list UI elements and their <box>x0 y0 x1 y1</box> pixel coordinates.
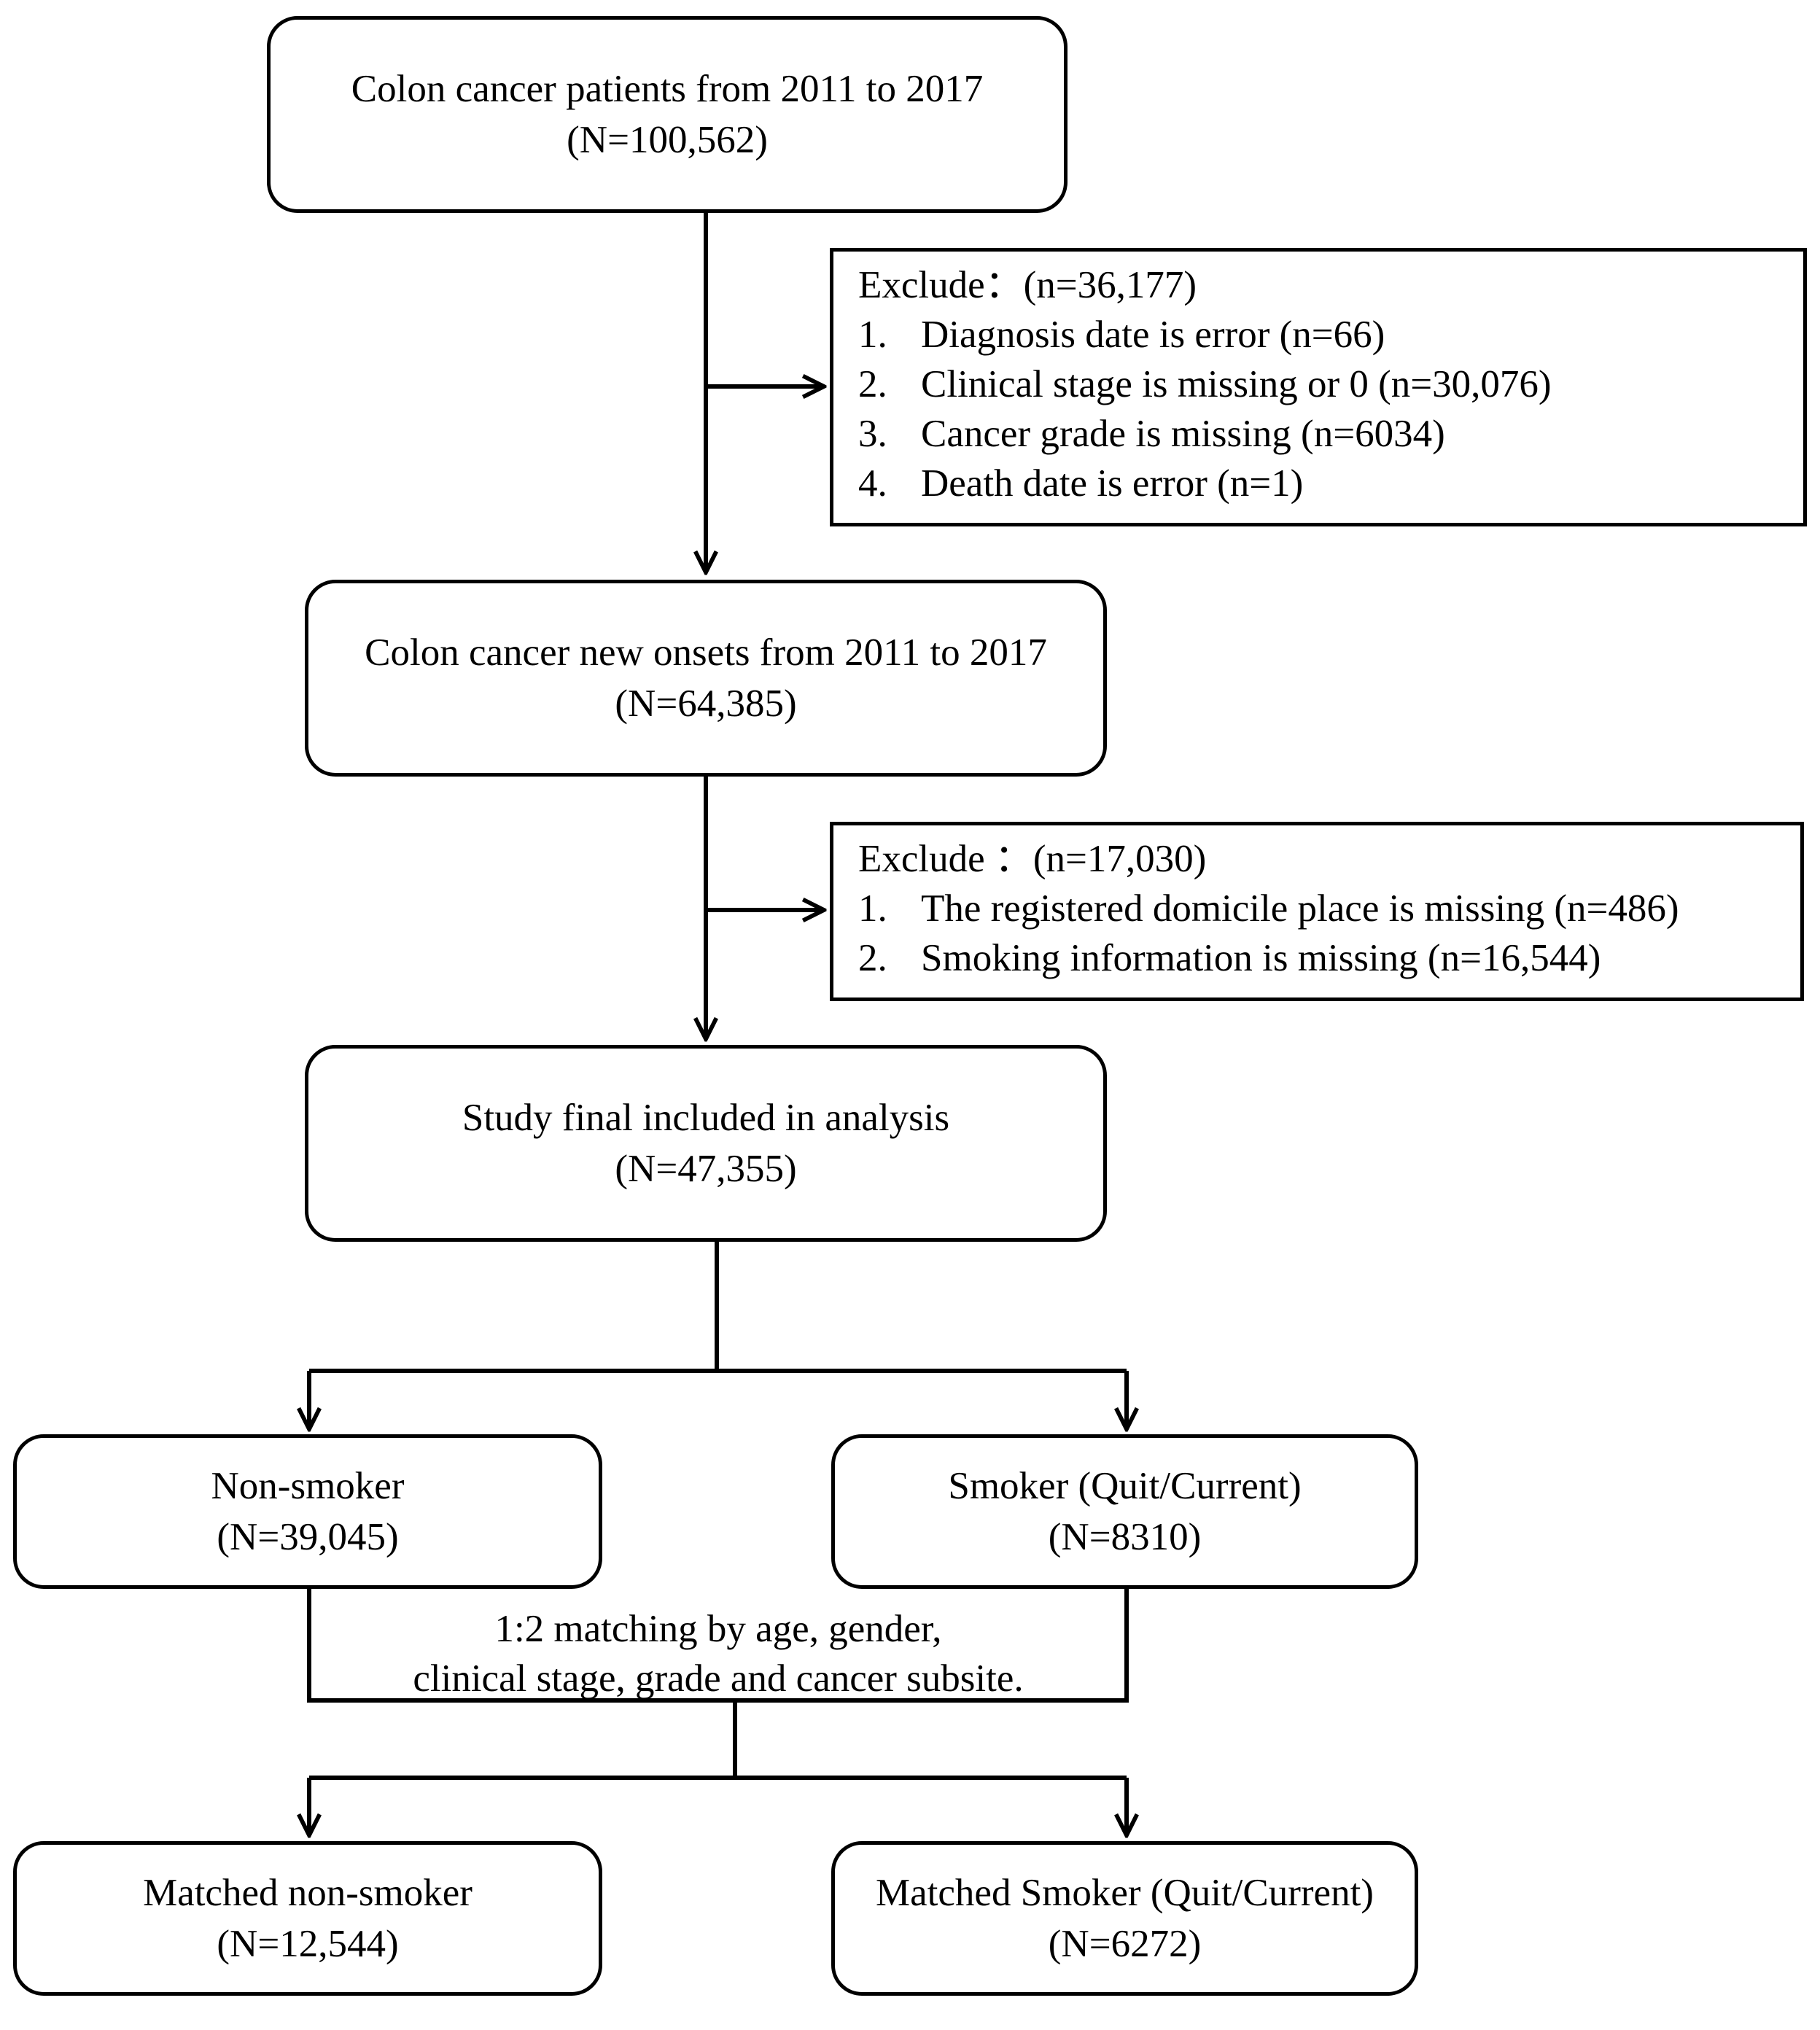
exclusion-box-2: Exclude ：(n=17,030) 1. The registered do… <box>830 822 1804 1001</box>
box-all-patients-line2: (N=100,562) <box>567 119 768 161</box>
box-all-patients: Colon cancer patients from 2011 to 2017 … <box>267 16 1068 213</box>
box-non-smoker-line2: (N=39,045) <box>217 1516 399 1558</box>
exclusion-1-item: 1. Diagnosis date is error (n=66) <box>858 314 1385 356</box>
exclusion-1-item: 2. Clinical stage is missing or 0 (n=30,… <box>858 363 1552 405</box>
box-smoker: Smoker (Quit/Current) (N=8310) <box>831 1434 1418 1589</box>
box-smoker-line1: Smoker (Quit/Current) <box>948 1465 1302 1507</box>
box-new-onsets: Colon cancer new onsets from 2011 to 201… <box>305 580 1107 777</box>
box-matched-smoker: Matched Smoker (Quit/Current) (N=6272) <box>831 1841 1418 1996</box>
box-new-onsets-line2: (N=64,385) <box>615 682 797 725</box>
box-new-onsets-line1: Colon cancer new onsets from 2011 to 201… <box>365 631 1047 674</box>
box-matched-smoker-line2: (N=6272) <box>1048 1923 1202 1965</box>
exclusion-box-1: Exclude：(n=36,177) 1. Diagnosis date is … <box>830 248 1807 526</box>
matching-bracket <box>307 1587 1129 1703</box>
box-final-included: Study final included in analysis (N=47,3… <box>305 1045 1107 1242</box>
exclusion-2-item: 1. The registered domicile place is miss… <box>858 887 1679 930</box>
box-smoker-line2: (N=8310) <box>1048 1516 1202 1558</box>
exclusion-2-item: 2. Smoking information is missing (n=16,… <box>858 937 1601 979</box>
box-matched-smoker-line1: Matched Smoker (Quit/Current) <box>876 1872 1374 1914</box>
box-non-smoker-line1: Non-smoker <box>211 1465 405 1507</box>
exclusion-1-header: Exclude：(n=36,177) <box>858 264 1197 306</box>
box-final-included-line2: (N=47,355) <box>615 1148 797 1190</box>
matching-note-line1: 1:2 matching by age, gender, <box>494 1608 942 1650</box>
box-matched-non-smoker-line1: Matched non-smoker <box>143 1872 472 1914</box>
matching-note: 1:2 matching by age, gender, clinical st… <box>314 1604 1123 1703</box>
exclusion-1-item: 3. Cancer grade is missing (n=6034) <box>858 413 1445 455</box>
exclusion-1-item: 4. Death date is error (n=1) <box>858 462 1304 505</box>
box-final-included-line1: Study final included in analysis <box>462 1097 950 1139</box>
box-all-patients-line1: Colon cancer patients from 2011 to 2017 <box>351 68 984 110</box>
box-matched-non-smoker-line2: (N=12,544) <box>217 1923 399 1965</box>
matching-note-line2: clinical stage, grade and cancer subsite… <box>413 1657 1024 1700</box>
box-matched-non-smoker: Matched non-smoker (N=12,544) <box>13 1841 602 1996</box>
exclusion-2-header: Exclude ：(n=17,030) <box>858 838 1207 880</box>
box-non-smoker: Non-smoker (N=39,045) <box>13 1434 602 1589</box>
